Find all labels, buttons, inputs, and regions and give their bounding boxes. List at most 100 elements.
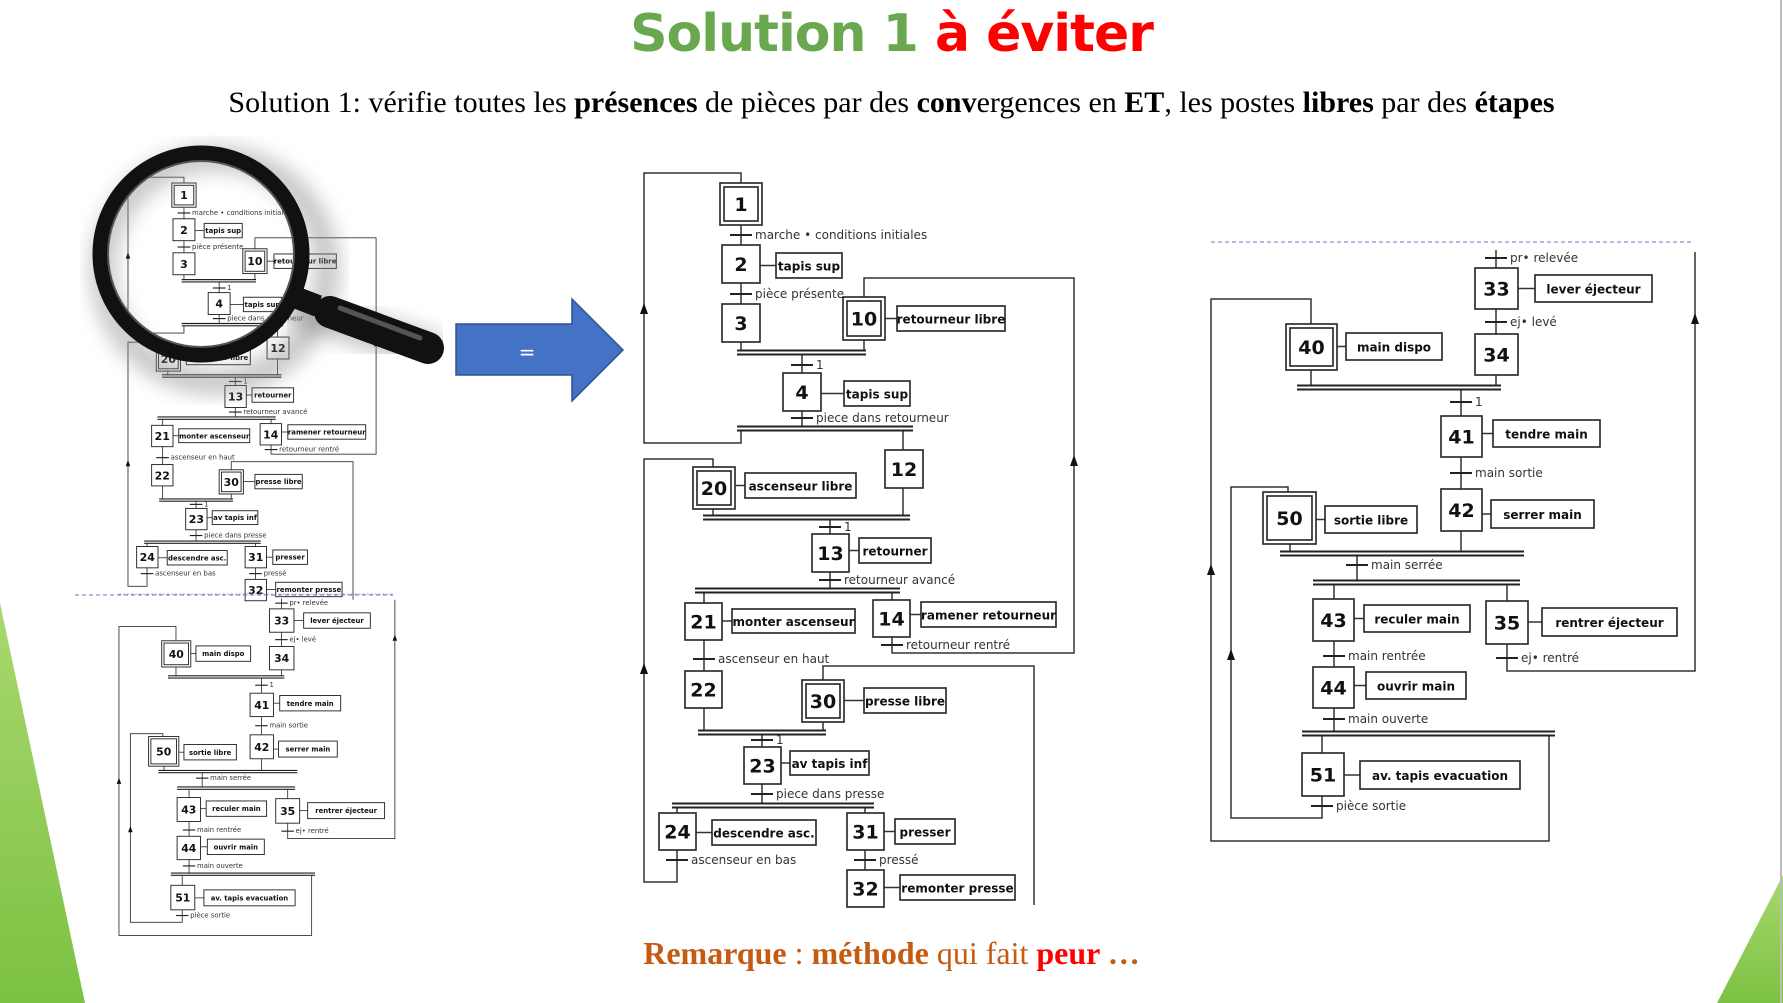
step-number: 10 [851,309,877,331]
action-label: ascenseur libre [749,480,853,494]
step-number: 24 [664,822,690,844]
action-box [1365,671,1467,700]
sync-double-bar [703,514,910,521]
remark-ellipsis: … [1099,935,1140,971]
flow-arrow-icon [1070,455,1078,466]
subtitle-bold: libres [1302,86,1374,119]
subtitle-bold: présences [574,86,698,119]
step-number: 31 [852,822,878,844]
transition-condition: ascenseur en haut [718,652,830,666]
step-number: 34 [1483,345,1509,367]
action-label: presse libre [865,695,945,709]
step-44: 44 ouvrir main [1312,666,1467,709]
flow-arrow-icon [640,303,648,314]
flow-arrow-icon [640,663,648,674]
subtitle-bold: conv [916,86,977,119]
action-label: retourneur libre [897,313,1006,327]
action-label: rentrer éjecteur [1555,616,1663,630]
transition: piece dans presse [751,787,884,801]
remark-text: qui fait [928,935,1037,971]
transition: main sortie [1450,466,1543,480]
step-number: 41 [1448,427,1474,449]
step-number: 21 [690,612,716,634]
flow-arrow-icon [1691,313,1699,324]
step-number: 44 [1320,678,1346,700]
transition-condition: main sortie [1475,466,1543,480]
transition: main rentrée [1323,649,1426,663]
sync-double-bar [1297,384,1501,391]
step-number: 51 [1310,765,1336,787]
action-box [1541,607,1678,637]
subtitle: Solution 1: vérifie toutes les présences… [0,86,1783,120]
step-number: 33 [1483,279,1509,301]
transition-condition: 1 [816,358,824,372]
transition-condition: retourneur avancé [844,573,955,587]
transition: 1 [751,733,784,747]
action-label: av. tapis evacuation [1372,769,1508,783]
transition: marche • conditions initiales [730,228,927,242]
action-label: retourner [862,545,927,559]
step-13: 13 retourner [811,533,932,573]
step-24: 24 descendre asc. [658,812,817,851]
transition-condition: main ouverte [1348,712,1428,726]
transition-condition: 1 [1475,395,1483,409]
step-number: 3 [734,313,747,335]
transition-condition: ascenseur en bas [691,853,796,867]
step-number: 40 [1298,337,1324,359]
transition: retourneur rentré [881,638,1010,652]
remark-accent: peur [1036,935,1100,971]
action-box [1359,760,1521,790]
transition: 1 [1450,395,1483,409]
action-label: serrer main [1503,508,1582,522]
step-number: 30 [810,691,836,713]
transition-condition: piece dans retourneur [816,411,949,425]
step-number: 20 [701,478,727,500]
title-part-solution: Solution 1 [630,4,919,64]
transition: retourneur avancé [819,573,955,587]
action-label: reculer main [1374,613,1459,627]
transition: main ouverte [1323,712,1428,726]
green-corner-right [1717,875,1783,1003]
transition-condition: pr• relevée [1510,251,1578,265]
transition: piece dans retourneur [791,411,949,425]
transition-condition: marche • conditions initiales [755,228,927,242]
transition-condition: ej• levé [1510,315,1557,329]
transition: ascenseur en bas [666,853,796,867]
remark-bold: Remarque [643,935,787,971]
transition: pressé [854,853,919,867]
action-box [894,818,956,845]
step-41: 41 tendre main [1440,415,1601,458]
step-34: 34 [1474,333,1519,376]
transition: ascenseur en haut [693,652,830,666]
step-1: 1 [719,182,763,226]
subtitle-text: , les postes [1164,86,1303,119]
step-number: 13 [817,543,843,565]
arrow-equals-label: = [519,340,536,364]
step-number: 50 [1276,508,1302,530]
subtitle-text: de pièces par des [697,86,917,119]
green-corner-left [0,603,85,1003]
action-label: descendre asc. [713,827,814,841]
step-3: 3 [721,303,761,343]
sync-double-bar [1280,550,1524,557]
step-number: 35 [1494,613,1520,635]
remark-bold: méthode [811,935,929,971]
thumbnail-grafcet [75,176,398,937]
action-label: ouvrir main [1377,680,1455,694]
transition-condition: 1 [844,520,852,534]
transition-condition: retourneur rentré [906,638,1010,652]
right-arrow-icon: = [455,297,625,403]
subtitle-bold: ET [1124,86,1165,119]
action-label: tendre main [1505,428,1588,442]
